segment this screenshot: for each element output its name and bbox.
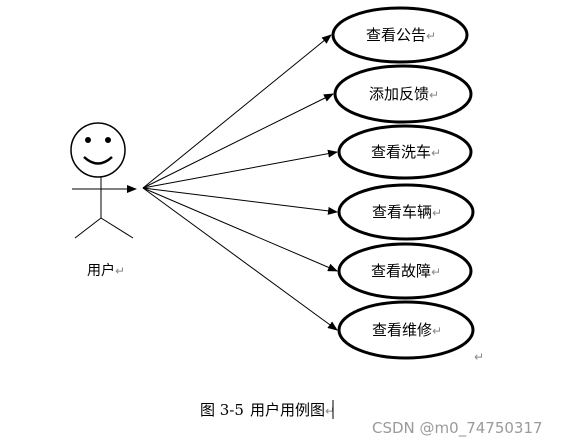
actor-right-eye	[105, 137, 111, 143]
figure-caption: 图 3-5 用户用例图↵	[200, 400, 335, 419]
use-case-group: 查看公告↵ 添加反馈↵ 查看洗车↵ 查看车辆↵ 查看故障↵ 查看维修↵	[331, 6, 475, 360]
actor-right-leg	[100, 217, 134, 239]
association-line	[142, 34, 332, 189]
association-line	[142, 187, 338, 331]
use-case-label: 查看公告↵	[366, 26, 436, 44]
caption-mark: ↵	[325, 404, 335, 418]
caption-title: 用户用例图	[250, 401, 325, 419]
use-case-label: 添加反馈↵	[369, 85, 439, 103]
actor-label: 用户↵	[87, 262, 125, 279]
use-case: 查看维修↵	[337, 300, 475, 360]
use-case-label: 查看故障↵	[371, 262, 441, 280]
use-case-ellipse	[333, 64, 473, 124]
use-case-ellipse	[337, 242, 473, 300]
use-case-ellipse	[331, 6, 469, 64]
association-line	[142, 149, 338, 189]
use-case: 查看洗车↵	[337, 124, 473, 180]
use-case-label: 查看车辆↵	[372, 203, 442, 221]
use-case: 查看车辆↵	[337, 183, 475, 241]
association-lines	[142, 34, 338, 331]
use-case: 查看公告↵	[331, 6, 469, 64]
actor-figure	[70, 122, 137, 239]
use-case: 添加反馈↵	[333, 64, 473, 124]
association-line	[142, 187, 338, 272]
association-line	[142, 93, 334, 189]
use-case-ellipse	[337, 124, 473, 180]
actor-left-eye	[85, 137, 91, 143]
actor-smile	[83, 156, 113, 165]
association-line	[142, 187, 338, 215]
watermark: CSDN @m0_74750317	[372, 419, 543, 438]
use-case-ellipse	[337, 183, 475, 241]
use-case-ellipse	[337, 300, 475, 360]
paragraph-mark: ↵	[474, 350, 484, 364]
use-case-label: 查看维修↵	[372, 321, 442, 339]
actor-head	[70, 122, 126, 178]
actor-left-leg	[74, 217, 102, 239]
caption-number: 图 3-5	[200, 401, 244, 419]
use-case-label: 查看洗车↵	[371, 143, 441, 161]
use-case: 查看故障↵	[337, 242, 473, 300]
